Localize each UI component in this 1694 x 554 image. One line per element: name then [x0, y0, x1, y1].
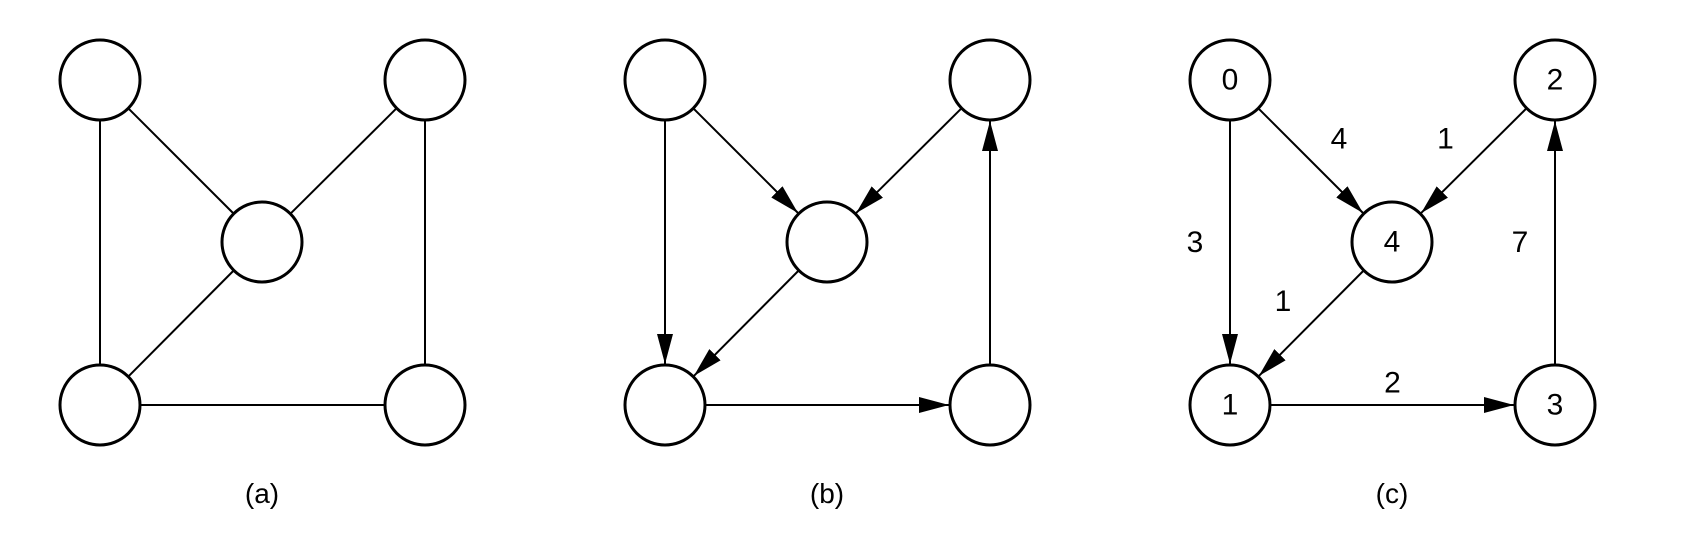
node-c-bl — [1188, 363, 1272, 447]
node-b-br — [948, 363, 1032, 447]
node-label: 4 — [1384, 226, 1401, 259]
node-b-c — [785, 200, 869, 284]
node-a-br — [383, 363, 467, 447]
caption-c: (c) — [1376, 478, 1409, 509]
edge-weight-label: 1 — [1437, 123, 1454, 156]
edge-b-tl-c — [692, 107, 799, 214]
edge-weight-label: 3 — [1187, 226, 1204, 259]
graph-panel-c: 0 2 4 1 3 3 4 1 1 2 7 (c) — [1187, 38, 1597, 509]
node-a-tl — [58, 38, 142, 122]
edge-a-c-bl — [128, 269, 235, 377]
graph-panel-a: (a) — [58, 38, 467, 509]
edge-weight-label: 4 — [1331, 123, 1348, 156]
node-c-c — [1350, 200, 1434, 284]
node-b-tl — [623, 38, 707, 122]
graph-panel-b: (b) — [623, 38, 1032, 509]
edge-b-c-bl — [693, 269, 800, 377]
caption-a: (a) — [245, 478, 279, 509]
edge-b-tr-c — [855, 107, 963, 214]
edge-weight-label: 1 — [1275, 285, 1292, 318]
edge-a-tl-c — [127, 107, 234, 214]
node-label: 2 — [1547, 64, 1564, 97]
node-a-bl — [58, 363, 142, 447]
node-c-tl — [1188, 38, 1272, 122]
edge-c-c-bl — [1258, 269, 1365, 377]
edge-c-tl-c — [1257, 107, 1364, 214]
edge-weight-label: 2 — [1384, 367, 1401, 400]
node-b-tr — [948, 38, 1032, 122]
node-c-br — [1513, 363, 1597, 447]
edge-c-tr-c — [1420, 107, 1528, 214]
node-a-tr — [383, 38, 467, 122]
edge-a-tr-c — [290, 107, 398, 214]
node-c-tr — [1513, 38, 1597, 122]
node-a-c — [220, 200, 304, 284]
node-label: 0 — [1222, 64, 1239, 97]
node-b-bl — [623, 363, 707, 447]
caption-b: (b) — [810, 478, 844, 509]
node-label: 3 — [1547, 389, 1564, 422]
node-label: 1 — [1222, 389, 1239, 422]
edge-weight-label: 7 — [1512, 226, 1529, 259]
